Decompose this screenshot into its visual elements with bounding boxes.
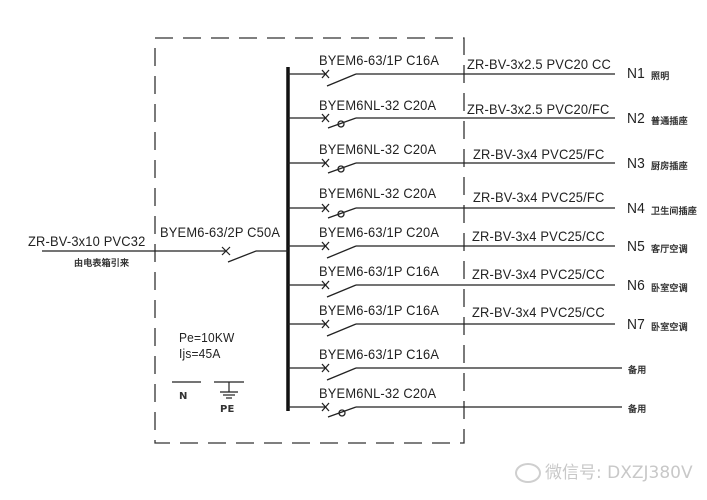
branch-9 (288, 402, 622, 418)
earth-label: PE (220, 404, 235, 415)
rated-power-label: Pe=10KW (179, 330, 235, 345)
branch-3-load: 厨房插座 (651, 162, 688, 172)
branch-5-load: 客厅空调 (651, 245, 688, 255)
branch-7-load: 卧室空调 (651, 323, 688, 333)
branch-4-load: 卫生间插座 (651, 207, 698, 217)
branch-5 (288, 241, 615, 259)
branch-1-load: 照明 (651, 72, 670, 82)
branch-2-load: 普通插座 (651, 117, 688, 127)
branch-4-circuit: N4 (627, 200, 646, 217)
calc-current-label: Ijs=45A (179, 346, 221, 361)
branch-2-circuit: N2 (627, 110, 646, 127)
watermark: 微信号: DXZJ380V (515, 458, 693, 483)
branch-2 (288, 113, 615, 129)
main-breaker-label: BYEM6-63/2P C50A (160, 224, 281, 240)
branch-6-cable: ZR-BV-3x4 PVC25/CC (472, 266, 605, 282)
watermark-text: 微信号: DXZJ380V (545, 463, 693, 483)
incoming-cable-label: ZR-BV-3x10 PVC32 (28, 233, 146, 249)
branch-6-circuit: N6 (627, 277, 646, 294)
branch-2-breaker: BYEM6NL-32 C20A (319, 97, 437, 113)
earth-symbol (214, 381, 244, 399)
branch-7-breaker: BYEM6-63/1P C16A (319, 302, 440, 318)
branch-4 (288, 203, 615, 219)
branch-lines (288, 69, 622, 418)
incoming-source-note: 由电表箱引来 (74, 259, 130, 269)
neutral-label: N (179, 391, 188, 402)
branch-9-load: 备用 (628, 405, 647, 415)
branch-8-load: 备用 (628, 366, 647, 376)
branch-1 (288, 69, 615, 87)
branch-8-breaker: BYEM6-63/1P C16A (319, 346, 440, 362)
branch-4-cable: ZR-BV-3x4 PVC25/FC (473, 189, 605, 205)
branch-6 (288, 280, 615, 298)
branch-8 (288, 363, 622, 381)
branch-7 (288, 319, 615, 337)
branch-5-cable: ZR-BV-3x4 PVC25/CC (472, 228, 605, 244)
branch-4-breaker: BYEM6NL-32 C20A (319, 185, 437, 201)
branch-1-breaker: BYEM6-63/1P C16A (319, 52, 440, 68)
branch-3-circuit: N3 (627, 155, 646, 172)
branch-7-cable: ZR-BV-3x4 PVC25/CC (472, 304, 605, 320)
distribution-box-outline (154, 37, 465, 444)
branch-3-cable: ZR-BV-3x4 PVC25/FC (473, 146, 605, 162)
wechat-icon (515, 463, 541, 483)
branch-7-circuit: N7 (627, 316, 646, 333)
branch-9-breaker: BYEM6NL-32 C20A (319, 385, 437, 401)
branch-5-breaker: BYEM6-63/1P C20A (319, 224, 440, 240)
branch-6-load: 卧室空调 (651, 284, 688, 294)
branch-3-breaker: BYEM6NL-32 C20A (319, 141, 437, 157)
main-breaker-symbol (221, 246, 288, 263)
branch-2-cable: ZR-BV-3x2.5 PVC20/FC (467, 101, 610, 117)
branch-1-circuit: N1 (627, 65, 646, 82)
branch-1-cable: ZR-BV-3x2.5 PVC20 CC (467, 56, 611, 72)
branch-5-circuit: N5 (627, 238, 646, 255)
branch-6-breaker: BYEM6-63/1P C16A (319, 263, 440, 279)
branch-3 (288, 158, 615, 174)
